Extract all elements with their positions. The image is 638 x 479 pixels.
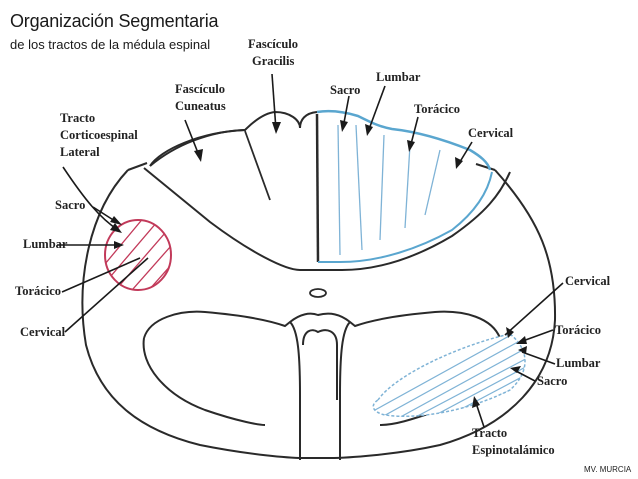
dorsal-notch-left: [127, 162, 148, 171]
diagram-title: Organización Segmentaria: [10, 11, 219, 31]
spinothalamic-tract-region: [372, 333, 526, 418]
dorsal-notch-right: [475, 163, 496, 171]
cuneatus-septum: [244, 130, 271, 201]
label-cortico-toracico: Torácico: [15, 284, 61, 298]
label-fasciculo-gracilis: Fascículo Gracilis: [248, 37, 301, 68]
label-spino-toracico: Torácico: [555, 323, 601, 337]
label-spino-cervical: Cervical: [565, 274, 611, 288]
cord-outer-outline: [81, 169, 557, 459]
label-spino-sacro: Sacro: [537, 374, 567, 388]
label-dorsal-lumbar: Lumbar: [376, 70, 421, 84]
ventral-fissure-inner: [302, 329, 338, 400]
ventral-horn-left-lower: [142, 337, 266, 426]
label-cortico-cervical: Cervical: [20, 325, 66, 339]
label-tracto-corticoespinal: Tracto Corticoespinal Lateral: [60, 111, 141, 159]
corticospinal-tract-region: [104, 219, 172, 291]
dorsal-median-septum: [315, 113, 320, 263]
dorsal-column-right-cap: [316, 109, 492, 171]
gracilis-area-border: [318, 171, 493, 263]
label-dorsal-cervical: Cervical: [468, 126, 514, 140]
gracilis-lamina-lines: [337, 124, 441, 256]
label-tracto-espinotalamico: Tracto Espinotalámico: [472, 426, 555, 457]
label-dorsal-toracico: Torácico: [414, 102, 460, 116]
dorsal-column-left-cap: [149, 110, 318, 167]
ventral-median-fissure: [289, 321, 351, 460]
corticospinal-hatching: [105, 220, 171, 290]
arrowheads: [110, 120, 527, 408]
label-cortico-sacro: Sacro: [55, 198, 85, 212]
central-canal: [309, 288, 327, 298]
label-dorsal-sacro: Sacro: [330, 83, 360, 97]
label-spino-lumbar: Lumbar: [556, 356, 601, 370]
label-fasciculo-cuneatus: Fascículo Cuneatus: [175, 82, 228, 113]
diagram-subtitle: de los tractos de la médula espinal: [10, 37, 211, 52]
author-credit: MV. MURCIA: [584, 465, 632, 474]
label-cortico-lumbar: Lumbar: [23, 237, 68, 251]
